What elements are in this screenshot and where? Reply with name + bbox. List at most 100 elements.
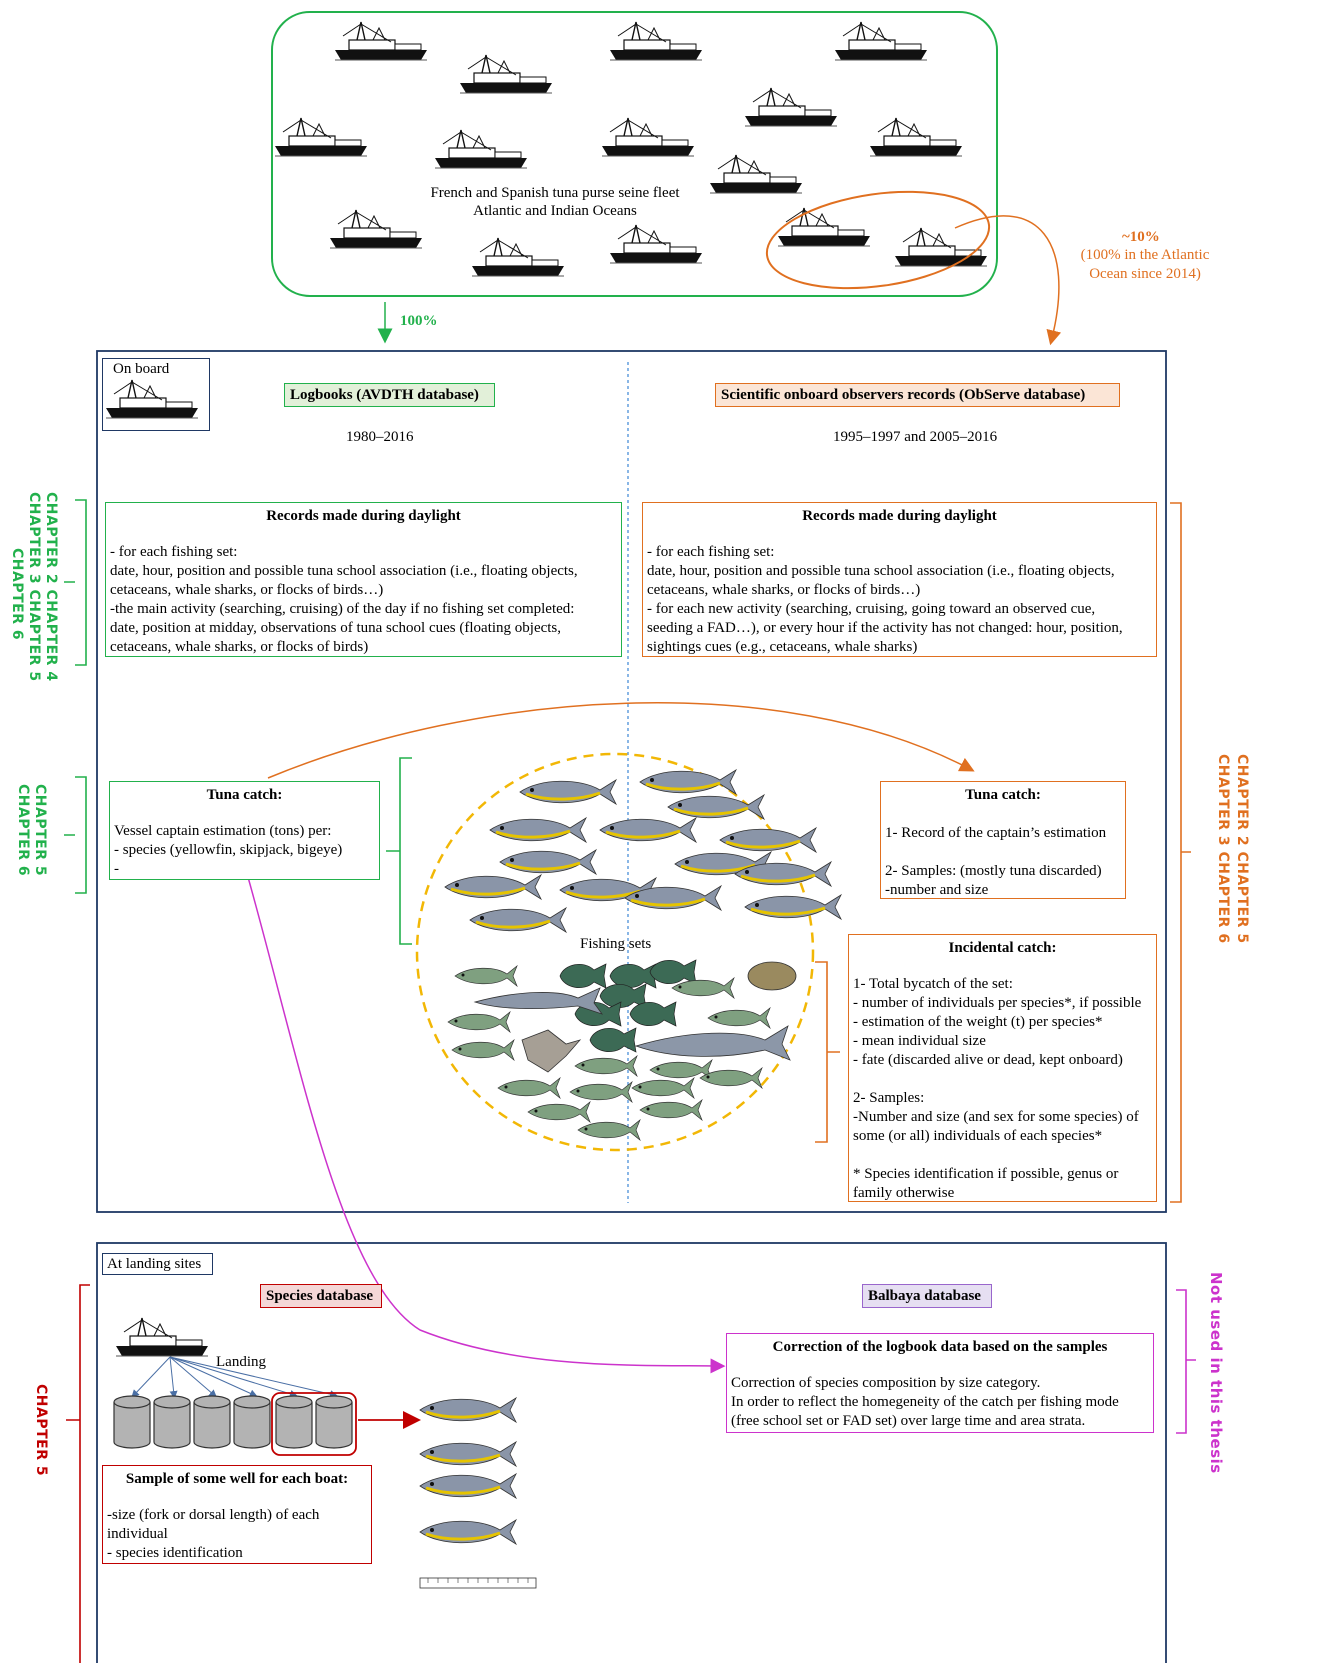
tuna-icon [418, 1396, 518, 1424]
observer-tuna-box: Tuna catch: 1- Record of the captain’s e… [880, 781, 1126, 899]
boat-icon [834, 21, 928, 61]
observer-records-title: Records made during daylight [802, 508, 997, 524]
shark-icon [473, 987, 604, 1015]
chapters-bracket [64, 776, 87, 894]
chapter-label: CHAPTER 3 CHAPTER 5 [26, 492, 42, 682]
chapters-bracket [64, 499, 87, 666]
landing-tag-label: At landing sites [107, 1256, 202, 1272]
fishing-sets-circle [415, 752, 815, 1152]
turtle-icon [747, 961, 797, 991]
bycatch-fish-icon [447, 1011, 511, 1033]
chapter-label: CHAPTER 6 [15, 784, 31, 877]
bycatch-fish-icon [707, 1007, 771, 1029]
fishing-sets-bracket [386, 757, 412, 945]
tuna-icon [718, 826, 818, 854]
balbaya-title-box: Balbaya database [862, 1284, 992, 1308]
logbooks-period: 1980–2016 [346, 429, 414, 445]
triggerfish-icon [649, 959, 697, 985]
triggerfish-icon [589, 1027, 637, 1053]
observers-title: Scientific onboard observers records (Ob… [721, 387, 1086, 403]
fishing-sets-label: Fishing sets [580, 936, 652, 952]
measuring-board-icon [419, 1577, 537, 1589]
boat-icon [434, 129, 528, 169]
landing-arrow [169, 1356, 258, 1397]
bycatch-fish-icon [454, 965, 518, 987]
chapters-bracket [1170, 502, 1191, 1203]
fleet-label-line2: Atlantic and Indian Oceans [473, 203, 637, 219]
observer-tuna-title: Tuna catch: [965, 787, 1041, 803]
triggerfish-icon [559, 963, 607, 989]
bycatch-fish-icon [631, 1077, 695, 1099]
tuna-icon [743, 893, 843, 921]
logbook-records-body: - for each fishing set: date, hour, posi… [110, 544, 578, 655]
tuna-icon [638, 768, 738, 796]
landing-arrow [169, 1356, 218, 1398]
sampled-wells-highlight [271, 1392, 357, 1456]
bycatch-fish-icon [699, 1067, 763, 1089]
bycatch-fish-icon [451, 1039, 515, 1061]
well-sample-title: Sample of some well for each boat: [125, 1471, 349, 1487]
bycatch-fish-icon [639, 1099, 703, 1121]
onboard-tag: On board [102, 358, 210, 431]
observer-records-body: - for each fishing set: date, hour, posi… [647, 544, 1123, 655]
correction-box: Correction of the logbook data based on … [726, 1333, 1154, 1433]
chapter-label: CHAPTER 2 CHAPTER 4 [43, 492, 59, 682]
boat-icon [459, 54, 553, 94]
bycatch-fish-icon [497, 1077, 561, 1099]
landing-boat-icon [115, 1317, 209, 1357]
tuna-icon [666, 793, 766, 821]
bycatch-fish-icon [527, 1101, 591, 1123]
chapter-label: CHAPTER 2 CHAPTER 5 [1234, 754, 1250, 944]
observer-subset-ellipse [765, 190, 991, 290]
observers-period: 1995–1997 and 2005–2016 [833, 429, 998, 445]
landing-arrow [131, 1356, 171, 1398]
tuna-icon [418, 1472, 518, 1500]
landing-arrow [169, 1356, 338, 1398]
bycatch-fish-icon [569, 1081, 633, 1103]
observer-coverage-arrow [954, 215, 1062, 346]
logbook-coverage-label: 100% [400, 313, 438, 329]
logbook-tuna-body: Vessel captain estimation (tons) per: - … [114, 823, 343, 877]
logbook-records-box: Records made during daylight - for each … [105, 502, 622, 657]
not-used-label: Not used in this thesis [1207, 1272, 1225, 1474]
tuna-icon [498, 848, 598, 876]
boat-icon [601, 117, 695, 157]
landing-label: Landing [216, 1354, 266, 1370]
observer-records-box: Records made during daylight - for each … [642, 502, 1157, 657]
correction-title: Correction of the logbook data based on … [772, 1339, 1108, 1355]
tuna-icon [468, 906, 568, 934]
chapters-bracket [66, 1284, 90, 1663]
incidental-body: 1- Total bycatch of the set: - number of… [853, 976, 1142, 1201]
fleet-label-line1: French and Spanish tuna purse seine flee… [430, 185, 680, 201]
observers-title-box: Scientific onboard observers records (Ob… [715, 383, 1120, 407]
tuna-icon [518, 778, 618, 806]
incidental-title: Incidental catch: [948, 940, 1057, 956]
onboard-tag-label: On board [113, 361, 170, 377]
bycatch-fish-icon [577, 1119, 641, 1141]
manta-ray-icon [521, 1029, 582, 1073]
boat-icon [894, 227, 988, 267]
species-db-title-box: Species database [260, 1284, 382, 1308]
tuna-icon [418, 1518, 518, 1546]
correction-link-arrow [245, 869, 726, 1374]
incidental-bracket [815, 961, 840, 1143]
boat-icon [471, 237, 565, 277]
triggerfish-icon [629, 1001, 677, 1027]
species-db-title: Species database [266, 1288, 374, 1304]
landing-box [96, 1242, 1167, 1663]
onboard-box [96, 350, 1167, 1213]
well-sample-box: Sample of some well for each boat: -size… [102, 1465, 372, 1564]
bycatch-fish-icon [671, 977, 735, 999]
observer-coverage-label: ~10% [1122, 229, 1160, 245]
boat-icon [744, 87, 838, 127]
logbook-records-title: Records made during daylight [266, 508, 461, 524]
tuna-icon [598, 816, 698, 844]
logbooks-title-box: Logbooks (AVDTH database) [284, 383, 495, 407]
boat-icon [334, 21, 428, 61]
chapter-label: CHAPTER 6 [9, 548, 25, 641]
landing-tag: At landing sites [102, 1253, 213, 1275]
well-sample-body: -size (fork or dorsal length) of each in… [107, 1507, 320, 1561]
boat-icon [274, 117, 368, 157]
tuna-icon [418, 1440, 518, 1468]
